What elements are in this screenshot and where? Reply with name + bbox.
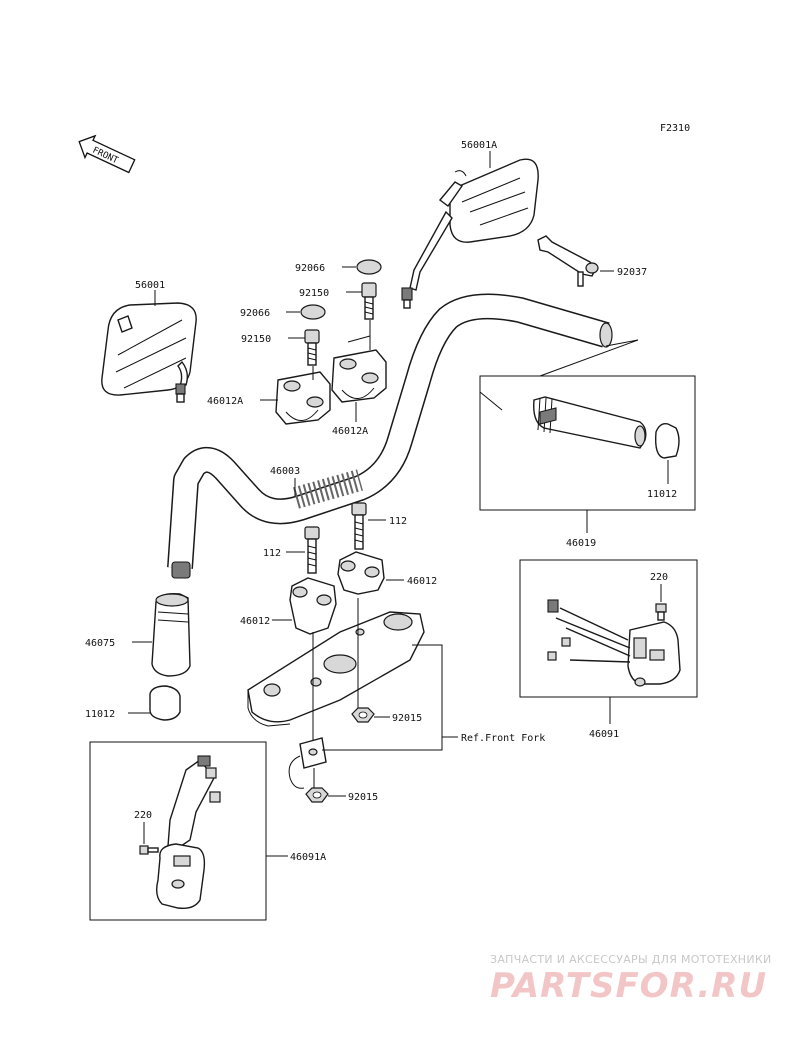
cap-top [356, 259, 382, 275]
label-holder-upper-left: 46012A [207, 396, 243, 407]
label-bolt-left-lower: 112 [263, 548, 281, 559]
label-end-cap-left: 11012 [85, 709, 115, 720]
label-switch-right: 46091 [589, 729, 619, 740]
label-screw-left: 220 [134, 810, 152, 821]
holder-lower-right [337, 551, 385, 595]
nut-upper [351, 707, 375, 723]
switch-left-box [89, 741, 267, 921]
holder-upper-right [331, 349, 387, 403]
holder-upper-left [275, 371, 331, 425]
label-cap-left: 92066 [240, 308, 270, 319]
label-mirror-right: 56001A [461, 140, 497, 151]
watermark-logo: PARTSFOR.RU [490, 966, 767, 1006]
holder-lower-left [289, 577, 337, 635]
figure-code: F2310 [660, 123, 690, 134]
nut-lower [305, 787, 329, 803]
label-switch-left: 46091A [290, 852, 326, 863]
mirror-left [101, 302, 197, 403]
bolt-left [304, 329, 320, 366]
label-handlebar: 46003 [270, 466, 300, 477]
mirror-right [401, 158, 539, 309]
label-mirror-left: 56001 [135, 280, 165, 291]
label-bolt-top: 92150 [299, 288, 329, 299]
label-holder-lower-left: 46012 [240, 616, 270, 627]
grip-assembly [533, 396, 680, 459]
switch-right [547, 599, 681, 687]
cable-clamp [288, 737, 327, 789]
label-ref-front-fork: Ref.Front Fork [461, 733, 545, 744]
label-grip-assembly: 46019 [566, 538, 596, 549]
screw-left [139, 845, 159, 855]
label-grip-left: 46075 [85, 638, 115, 649]
bolt-right [351, 502, 367, 550]
watermark-tagline: ЗАПЧАСТИ И АКСЕССУАРЫ ДЛЯ МОТОТЕХНИКИ [490, 953, 772, 966]
front-arrow-icon: FRONT [78, 134, 136, 174]
grip-left [151, 592, 191, 677]
label-nut-upper: 92015 [392, 713, 422, 724]
fork-bracket [247, 611, 425, 727]
label-cap-top: 92066 [295, 263, 325, 274]
screw-right [655, 603, 667, 621]
weight-bolt [537, 235, 599, 287]
label-nut-lower: 92015 [348, 792, 378, 803]
label-weight-bolt: 92037 [617, 267, 647, 278]
label-end-cap-right: 11012 [647, 489, 677, 500]
switch-right-box [519, 559, 698, 698]
label-bolt-right: 112 [389, 516, 407, 527]
cap-left [300, 304, 326, 320]
label-holder-upper-right: 46012A [332, 426, 368, 437]
end-cap-left [149, 685, 181, 721]
handlebar [167, 293, 613, 579]
switch-left [155, 755, 221, 910]
label-bolt-left: 92150 [241, 334, 271, 345]
bolt-left-lower [304, 526, 320, 574]
label-holder-lower-right: 46012 [407, 576, 437, 587]
bolt-top [361, 282, 377, 320]
label-screw-right: 220 [650, 572, 668, 583]
